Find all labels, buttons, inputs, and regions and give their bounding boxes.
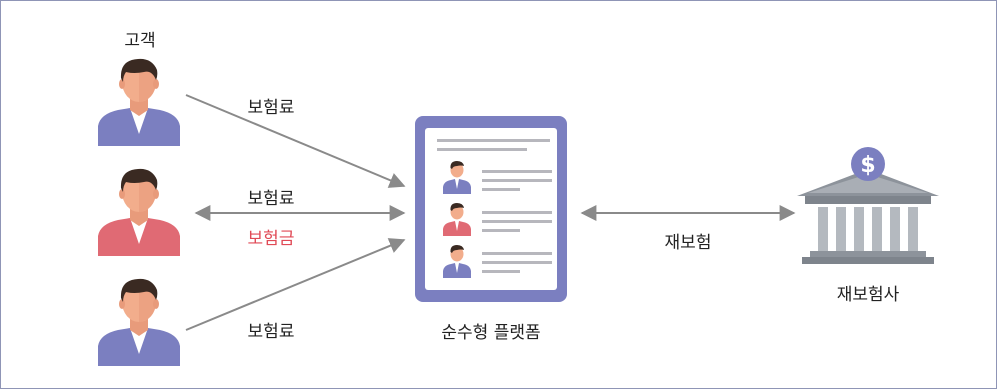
flow-label-reinsurance: 재보험 bbox=[664, 233, 712, 253]
flow-label-bottom-premium: 보험료 bbox=[247, 322, 295, 342]
platform-icon bbox=[415, 116, 567, 302]
arrow-bottom-to-platform bbox=[185, 238, 406, 331]
flow-label-middle-premium: 보험료 bbox=[247, 189, 295, 209]
customers-label: 고객 bbox=[124, 31, 156, 51]
flow-label-top-premium: 보험료 bbox=[247, 98, 295, 118]
customer-top bbox=[98, 58, 180, 146]
arrow-top-to-platform bbox=[185, 94, 406, 188]
reinsurer-bank-icon: $ bbox=[797, 147, 939, 264]
flow-label-middle-claim: 보험금 bbox=[247, 229, 295, 249]
customer-bottom bbox=[98, 278, 180, 366]
customer-middle bbox=[98, 168, 180, 256]
platform-label: 순수형 플랫폼 bbox=[441, 323, 541, 343]
reinsurer-label: 재보험사 bbox=[836, 285, 900, 305]
dollar-icon: $ bbox=[860, 153, 875, 178]
